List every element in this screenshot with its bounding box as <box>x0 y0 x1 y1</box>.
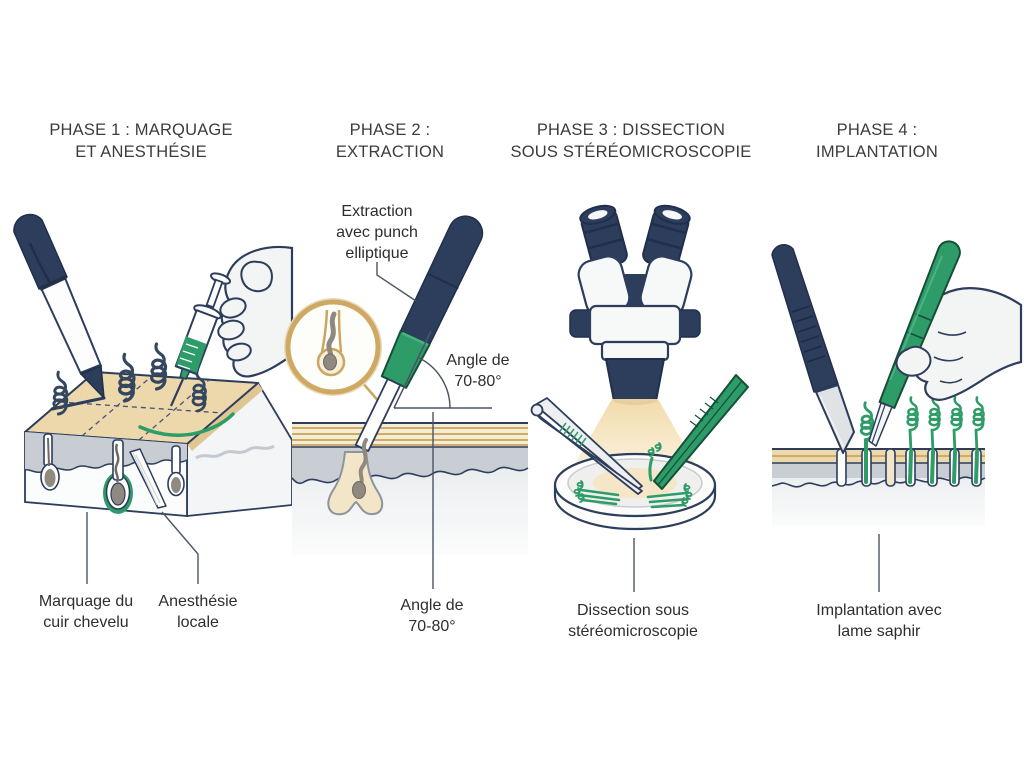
objective-lens <box>604 358 666 405</box>
phase4-title: PHASE 4 : IMPLANTATION <box>816 121 938 161</box>
hair-follicle-anesthetized <box>103 439 133 514</box>
anesthetic-spread-line <box>138 412 235 437</box>
phase1-caption-marking: Marquage du cuir chevelu <box>38 593 134 631</box>
follicle-closeup <box>316 309 346 377</box>
magnifier-circle <box>284 298 382 405</box>
syringe <box>169 272 231 407</box>
phase2-annotation-punch: Extraction avec punch elliptique <box>336 203 418 263</box>
phase4-caption-implantation: Implantation avec lame saphir <box>816 602 942 640</box>
phase3-caption-dissection: Dissection sous stéréomicroscopie <box>568 602 698 640</box>
phase4-illustration <box>771 240 1023 592</box>
needle <box>169 378 185 407</box>
phase2-illustration <box>284 215 529 589</box>
phase2-title: PHASE 2 : EXTRACTION <box>335 121 445 161</box>
tweezers-left <box>530 397 643 495</box>
annotation-leader-line <box>376 262 417 302</box>
implanted-grafts <box>859 396 985 484</box>
phase1-connector-lines <box>86 511 199 584</box>
marker-pen <box>13 213 105 399</box>
hair-follicle <box>167 445 185 497</box>
phase1-title: PHASE 1 : MARQUAGE ET ANESTHÉSIE <box>49 121 233 161</box>
phase2-caption-angle: Angle de 70-80° <box>400 597 464 635</box>
anesthesia-tissue-cone <box>129 448 167 509</box>
phase1-caption-anesthesia: Anesthésie locale <box>158 593 238 631</box>
phase2-annotation-angle: Angle de 70-80° <box>446 352 510 391</box>
hair-follicle <box>40 433 60 491</box>
gloved-fingers <box>217 260 273 362</box>
scalpel <box>771 244 855 454</box>
phase3-illustration <box>530 204 749 592</box>
phase1-illustration <box>13 213 294 584</box>
skin-cross-section <box>291 422 529 555</box>
phase3-title: PHASE 3 : DISSECTION SOUS STÉRÉOMICROSCO… <box>510 121 752 161</box>
eyepiece-left <box>579 204 628 269</box>
marking-grid <box>59 375 224 441</box>
angle-arc <box>393 330 492 409</box>
tweezers-right <box>653 374 749 490</box>
punch-tube <box>354 378 402 452</box>
microscope <box>569 204 701 405</box>
gloved-thumb <box>895 345 932 377</box>
sapphire-blade <box>815 384 855 454</box>
punch-tool <box>352 215 484 499</box>
hair-grafts <box>573 442 693 509</box>
scalp-block <box>24 371 293 517</box>
